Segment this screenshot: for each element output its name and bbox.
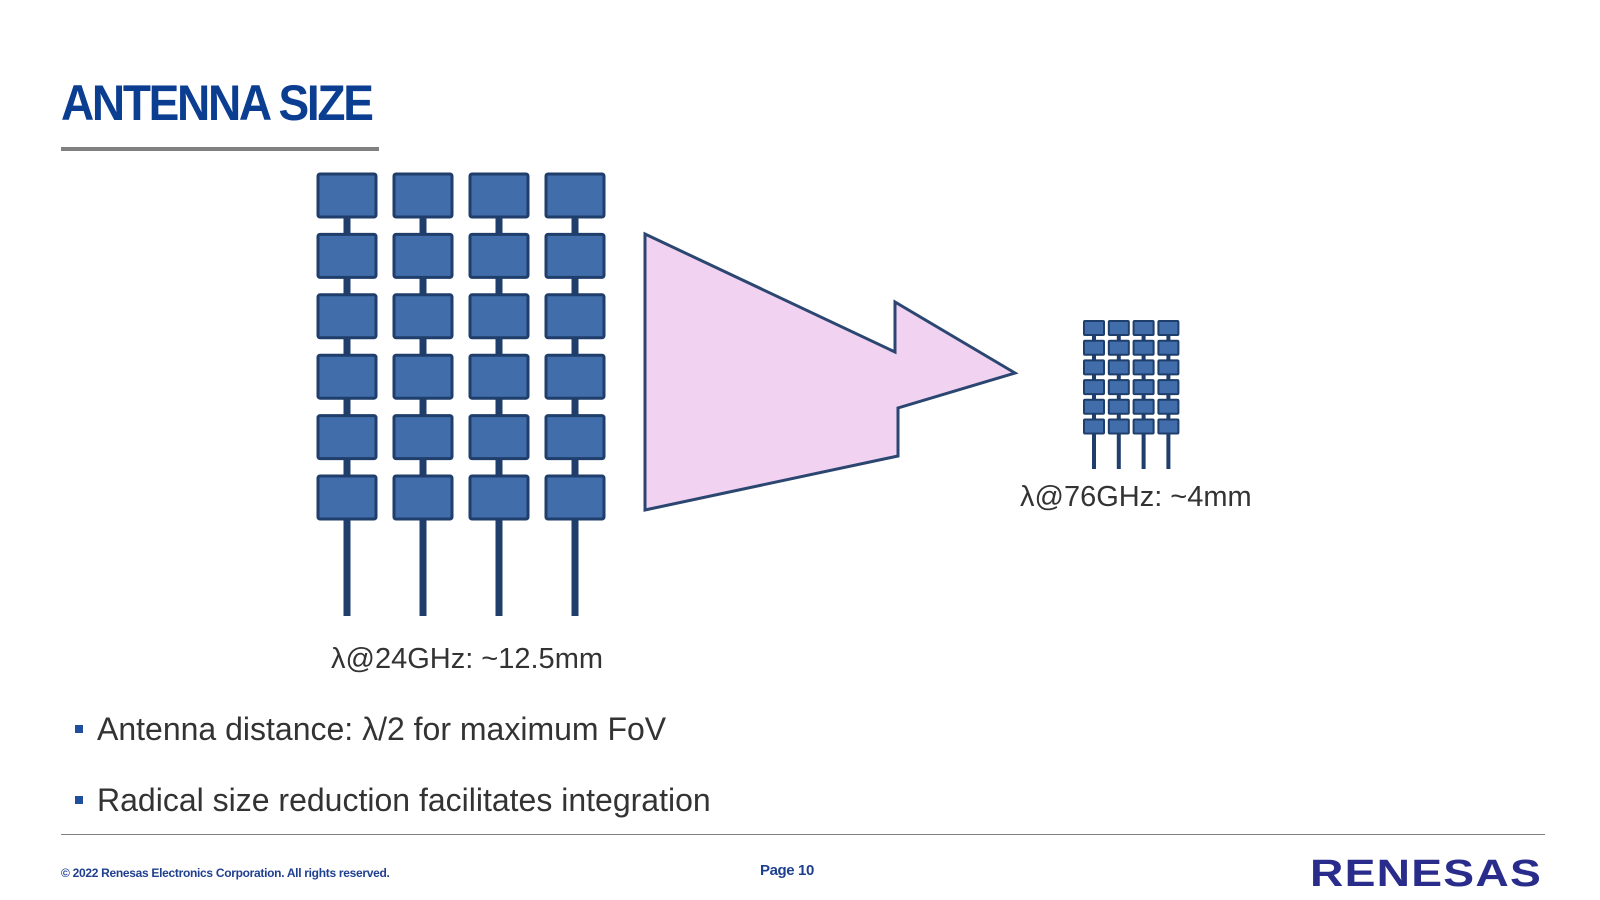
antenna-patch (1083, 379, 1105, 396)
size-reduction-arrow (643, 231, 1019, 512)
antenna-patch (544, 172, 606, 219)
antenna-patch (1132, 379, 1155, 396)
antenna-patch (1132, 320, 1155, 336)
antenna-patch (468, 293, 530, 340)
antenna-patch (1107, 339, 1130, 356)
bullet-text: Antenna distance: λ/2 for maximum FoV (97, 711, 667, 747)
antenna-patch (392, 414, 454, 461)
copyright-notice: © 2022 Renesas Electronics Corporation. … (61, 866, 390, 880)
antenna-patch (1083, 398, 1105, 415)
antenna-patch (316, 474, 378, 521)
page-title: ANTENNA SIZE (61, 75, 374, 131)
antenna-patch (1157, 339, 1180, 356)
antenna-patch (468, 474, 530, 521)
title-underline (61, 147, 379, 151)
antenna-patch (392, 474, 454, 521)
antenna-patch (1132, 339, 1155, 356)
antenna-array-24ghz (316, 172, 606, 616)
renesas-logo: RENESAS (1310, 853, 1542, 895)
antenna-array-76ghz (1083, 320, 1180, 469)
bullet-item: Radical size reduction facilitates integ… (75, 783, 711, 817)
antenna-patch (468, 172, 530, 219)
bullet-text: Radical size reduction facilitates integ… (97, 782, 711, 818)
wavelength-label-24ghz: λ@24GHz: ~12.5mm (331, 643, 604, 675)
square-bullet-icon (75, 725, 83, 733)
antenna-patch (1157, 418, 1180, 435)
antenna-patch (316, 414, 378, 461)
antenna-patch (1083, 359, 1105, 376)
antenna-patch (1132, 418, 1155, 435)
antenna-patch (1107, 359, 1130, 376)
bullet-list: Antenna distance: λ/2 for maximum FoV Ra… (75, 712, 711, 854)
antenna-patch (1132, 398, 1155, 415)
antenna-patch (468, 414, 530, 461)
antenna-patch (1107, 398, 1130, 415)
antenna-patch (1083, 339, 1105, 356)
antenna-patch (392, 172, 454, 219)
antenna-patch (468, 353, 530, 400)
antenna-patch (1157, 379, 1180, 396)
antenna-patch (1107, 320, 1130, 336)
logo-wordmark: RENESAS (1310, 853, 1542, 895)
antenna-patch (1157, 359, 1180, 376)
antenna-patch (1157, 320, 1180, 336)
antenna-patch (544, 353, 606, 400)
antenna-patch (392, 232, 454, 279)
antenna-patch (1107, 379, 1130, 396)
antenna-patch (316, 353, 378, 400)
antenna-patch (544, 474, 606, 521)
antenna-patch (1107, 418, 1130, 435)
antenna-patch (1132, 359, 1155, 376)
antenna-patch (1083, 320, 1105, 336)
square-bullet-icon (75, 796, 83, 804)
antenna-patch (544, 293, 606, 340)
antenna-patch (392, 293, 454, 340)
antenna-patch (468, 232, 530, 279)
antenna-patch (316, 172, 378, 219)
page-number: Page 10 (760, 862, 814, 879)
wavelength-label-76ghz: λ@76GHz: ~4mm (1020, 481, 1252, 513)
antenna-patch (544, 414, 606, 461)
footer-divider (61, 834, 1545, 835)
antenna-patch (544, 232, 606, 279)
antenna-patch (316, 232, 378, 279)
antenna-patch (1157, 398, 1180, 415)
antenna-patch (316, 293, 378, 340)
bullet-item: Antenna distance: λ/2 for maximum FoV (75, 712, 711, 746)
antenna-patch (392, 353, 454, 400)
antenna-patch (1083, 418, 1105, 435)
